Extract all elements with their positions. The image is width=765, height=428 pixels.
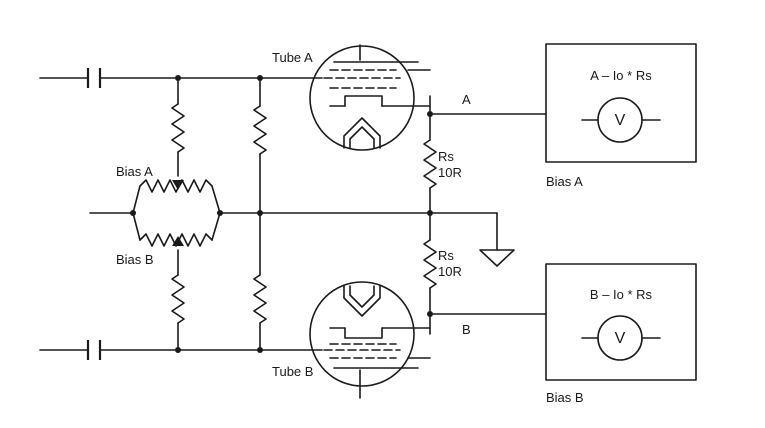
rs-b-resistor bbox=[423, 212, 437, 317]
junction-dots bbox=[130, 75, 433, 353]
meter-a-formula: A – Io * Rs bbox=[590, 68, 652, 83]
bias-a-potentiometer bbox=[132, 179, 221, 214]
rs-a-value-label: 10R bbox=[438, 165, 462, 180]
grid-b-resistor bbox=[253, 274, 267, 351]
meter-a-caption: Bias A bbox=[546, 174, 583, 189]
node-b-label: B bbox=[462, 322, 471, 337]
meter-b-symbol: V bbox=[615, 330, 626, 347]
tube-b-label: Tube B bbox=[272, 364, 313, 379]
meter-b-caption: Bias B bbox=[546, 390, 584, 405]
bias-b-potentiometer bbox=[132, 212, 221, 247]
rs-b-name-label: Rs bbox=[438, 248, 454, 263]
meter-b-formula: B – Io * Rs bbox=[590, 287, 653, 302]
tube-a bbox=[309, 44, 431, 151]
input-b-capacitor bbox=[86, 340, 102, 360]
input-a-capacitor bbox=[86, 68, 102, 88]
bias-pot-a-label: Bias A bbox=[116, 164, 153, 179]
grid-a-resistor bbox=[253, 77, 267, 276]
meter-a-box bbox=[545, 43, 697, 163]
bias-b-resistor bbox=[171, 249, 185, 351]
rs-b-value-label: 10R bbox=[438, 264, 462, 279]
node-a-label: A bbox=[462, 92, 471, 107]
rs-a-resistor bbox=[423, 113, 437, 214]
ground-icon bbox=[479, 212, 515, 267]
tube-b bbox=[309, 281, 431, 399]
meter-a-symbol: V bbox=[615, 112, 626, 129]
rs-a-name-label: Rs bbox=[438, 149, 454, 164]
bias-a-resistor bbox=[171, 77, 185, 177]
tube-a-label: Tube A bbox=[272, 50, 313, 65]
bias-pot-b-label: Bias B bbox=[116, 252, 154, 267]
meter-b-box bbox=[545, 263, 697, 381]
